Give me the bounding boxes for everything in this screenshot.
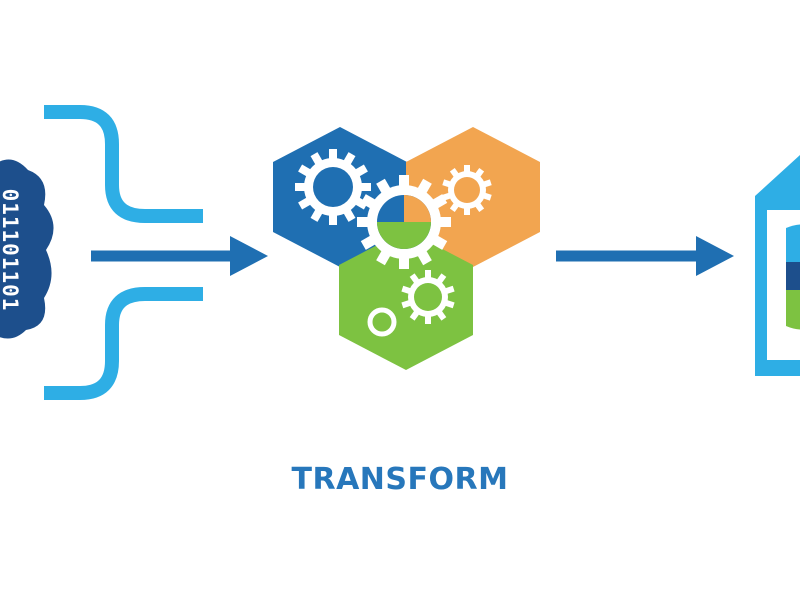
transform-label: TRANSFORM (291, 462, 509, 497)
gear-icon-bottom (401, 270, 455, 324)
output-arrow (556, 236, 734, 276)
gear-icon-center (357, 175, 451, 269)
data-cloud-icon: 011101101 (0, 159, 54, 339)
gear-icon-top-left (295, 149, 371, 225)
warehouse-roof (755, 155, 800, 196)
upper-data-stream (44, 105, 203, 223)
small-ring-icon (367, 307, 397, 337)
input-arrow (91, 236, 268, 276)
lower-data-stream (44, 287, 203, 400)
binary-digits: 011101101 (0, 189, 22, 312)
gear-icon-top-right (442, 165, 492, 215)
database-warehouse-icon (755, 155, 800, 376)
db-layer-bottom (786, 290, 800, 330)
cloud-shape (0, 159, 54, 339)
db-layer-top (786, 224, 800, 262)
db-layer-middle (786, 262, 800, 290)
green-hexagon (339, 230, 473, 370)
gears-hexagon-icon (273, 127, 540, 370)
